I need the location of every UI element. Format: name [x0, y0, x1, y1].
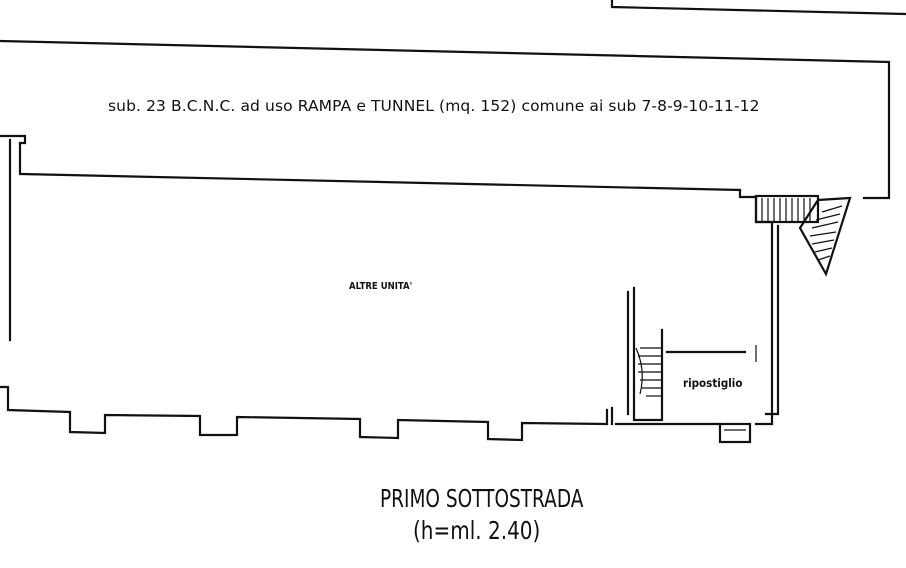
ramp-bottom-wall [20, 172, 742, 192]
bottom-step-box [718, 422, 752, 444]
south-wall [0, 385, 609, 442]
ramp-tunnel-label: sub. 23 B.C.N.C. ad uso RAMPA e TUNNEL (… [108, 97, 760, 115]
right-inner-wall [764, 224, 780, 416]
ramp-left-notch [0, 134, 27, 176]
ramp-top-wall [0, 39, 891, 200]
upper-room-wall [610, 0, 906, 16]
floor-title: PRIMO SOTTOSTRADA [380, 484, 584, 513]
other-units-label: ALTRE UNITA' [349, 281, 413, 292]
storage-room-label: ripostiglio [683, 376, 743, 390]
right-stair-box [754, 194, 820, 224]
right-stair-treads [761, 198, 811, 221]
spiral-stair-outline [798, 196, 852, 277]
spiral-stair-treads [809, 205, 843, 261]
right-room-wall [738, 188, 774, 426]
hall-stair-treads [635, 347, 662, 397]
floor-height: (h=ml. 2.40) [413, 516, 541, 545]
stair-hall-wall-c [632, 286, 664, 422]
